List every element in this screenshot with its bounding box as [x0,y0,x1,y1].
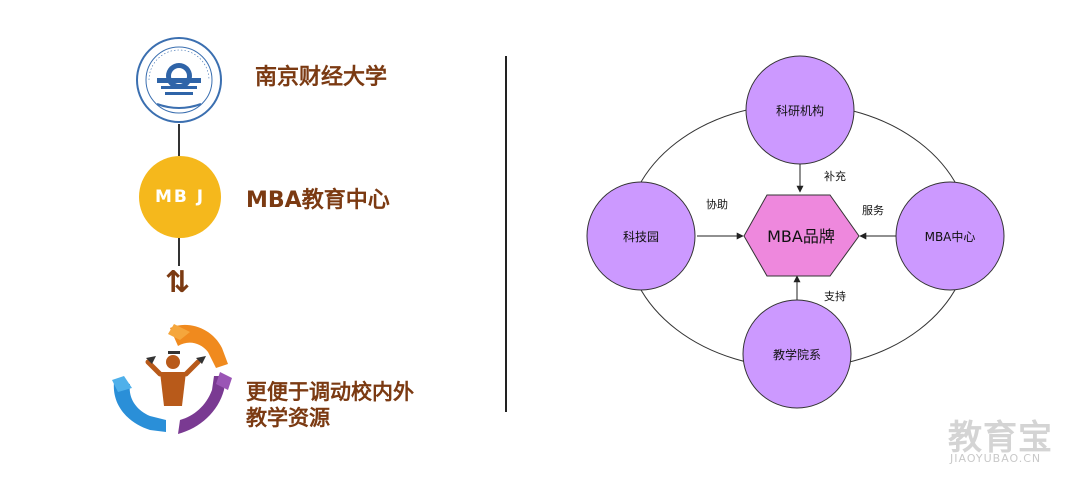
mba-brand-diagram: 补充 协助 服务 支持 MBA品牌 科研机构 科技园 MBA中心 教学院系 [586,55,1005,409]
connector-line-top [178,124,180,156]
edge-label-bottom: 支持 [824,289,846,303]
node-top-circle [745,55,855,165]
node-left-label: 科技园 [623,230,659,244]
university-seal-logo [136,37,222,123]
edge-label-left: 协助 [706,197,728,211]
watermark-url: JIAOYUBAO.CN [950,452,1042,465]
watermark-title: 教育宝 [948,418,1053,458]
edge-label-top: 补充 [824,169,846,183]
node-bottom-circle [742,299,852,409]
node-top-label: 科研机构 [776,103,824,118]
mba-center-name: MBA教育中心 [246,188,390,213]
node-left-circle [586,181,696,291]
university-name: 南京财经大学 [255,65,388,90]
center-label: MBA品牌 [767,227,835,246]
node-right-label: MBA中心 [925,229,976,244]
resource-text-line1: 更便于调动校内外 [246,380,414,404]
bidirectional-arrows-icon: ⇅ [165,265,191,300]
section-divider [505,56,507,412]
node-right-circle [895,181,1005,291]
mba-center-logo: MB J [139,156,221,238]
center-hexagon [743,194,860,277]
resource-text-line2: 教学资源 [246,406,330,430]
connector-line-middle [178,238,180,266]
edge-label-right: 服务 [862,204,884,217]
cooperation-hands-icon [112,324,232,434]
node-bottom-label: 教学院系 [773,347,821,362]
